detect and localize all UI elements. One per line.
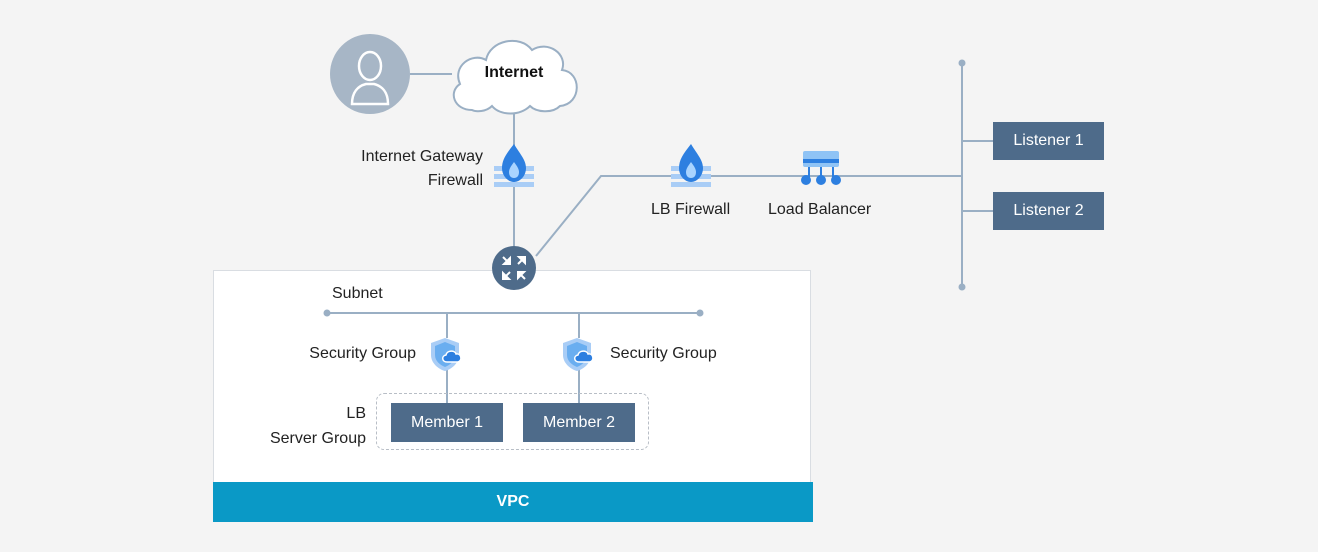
listener-2-node: Listener 2 (993, 192, 1104, 230)
subnet-end-right (696, 309, 704, 317)
cloud-icon (452, 40, 578, 115)
load-balancer-icon (801, 151, 841, 185)
gateway-firewall-line1: Internet Gateway (361, 148, 483, 165)
router-icon (492, 246, 536, 290)
server-group-boundary (376, 393, 649, 450)
subnet-end-left (323, 309, 331, 317)
listener-1-node: Listener 1 (993, 122, 1104, 160)
gateway-firewall-line2: Firewall (427, 172, 483, 189)
server-group-line1: LB (346, 405, 366, 422)
firewall-icon-gateway (494, 144, 534, 187)
internet-label: Internet (484, 64, 544, 81)
router-lb-link (535, 175, 962, 257)
member-1-node: Member 1 (391, 403, 503, 442)
firewall-icon-lb (671, 144, 711, 187)
vpc-container (213, 270, 811, 520)
vpc-label-bar: VPC (213, 482, 813, 522)
member-2-node: Member 2 (523, 403, 635, 442)
security-group-label-2: Security Group (610, 345, 717, 362)
listener-trunk-end-top (958, 59, 966, 67)
gateway-firewall-label: Internet Gateway Firewall (330, 145, 483, 193)
load-balancer-label: Load Balancer (768, 201, 872, 218)
server-group-line2: Server Group (269, 430, 366, 447)
shield-icon-sg2 (563, 338, 594, 371)
lb-firewall-label: LB Firewall (651, 201, 731, 218)
security-group-label-1: Security Group (309, 345, 416, 362)
subnet-label: Subnet (332, 285, 383, 302)
user-icon (330, 34, 410, 114)
shield-icon-sg1 (431, 338, 462, 371)
listener-trunk-end-bottom (958, 283, 966, 291)
server-group-label: LB Server Group (250, 401, 366, 451)
